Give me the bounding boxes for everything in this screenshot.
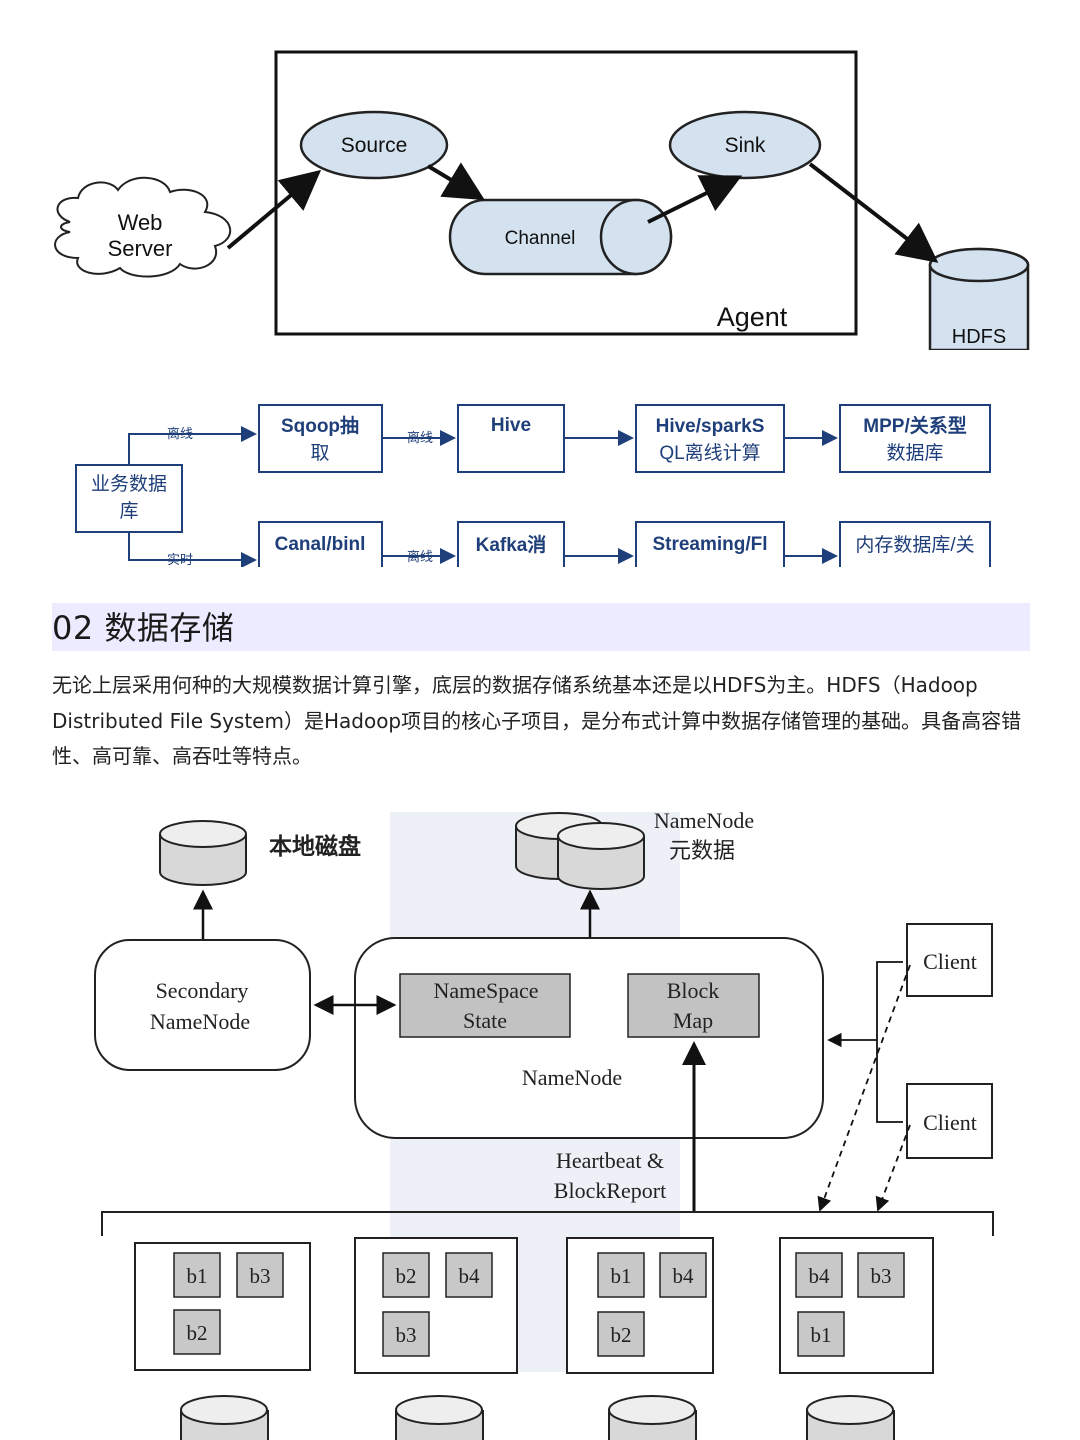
streaming-box [635, 521, 785, 567]
client-label-2: Client [923, 1110, 977, 1135]
datanode-1: b1 b3 b2 [134, 1242, 311, 1371]
dn2-block-c: b3 [396, 1323, 417, 1347]
label-offline-3: 离线 [407, 549, 433, 564]
business-db-line2: 库 [119, 500, 138, 522]
kafka-box [457, 521, 565, 567]
datanode-bracket [101, 1211, 994, 1236]
web-server-label-line1: Web [118, 210, 163, 235]
namenode-metadata-icon [515, 812, 645, 890]
source-label: Source [341, 134, 408, 157]
agent-label: Agent [717, 302, 788, 332]
blockmap-line1: Block [667, 978, 720, 1003]
hdfs-architecture-diagram: 本地磁盘 NameNode 元数据 Secondary NameNode Nam… [94, 808, 994, 1440]
local-disk-icon [159, 820, 247, 886]
arrow-web-source [226, 169, 322, 250]
arrow-source-channel [426, 162, 485, 201]
dn4-block-b: b3 [871, 1264, 892, 1288]
blockmap-line2: Map [673, 1008, 713, 1033]
arrow-sink-hdfs [808, 162, 939, 263]
dn1-block-a: b1 [187, 1264, 208, 1288]
client-box-1 [906, 923, 993, 997]
datanode-2: b2 b4 b3 [354, 1237, 518, 1374]
secondary-namenode-box [94, 939, 311, 1071]
section-title: 02 数据存储 [52, 609, 235, 647]
label-realtime-1: 实时 [167, 552, 193, 567]
hdfs-cylinder-top [928, 247, 1030, 283]
heartbeat-line1: Heartbeat & [556, 1148, 664, 1173]
pipeline-diagram: 离线 离线 实时 离线 业务数据 库 Sqoop抽 取 Hive Hive/sp… [75, 404, 991, 567]
mpp-line1: MPP/关系型 [863, 414, 966, 437]
datanode-disk-3 [608, 1395, 697, 1440]
label-offline-2: 离线 [407, 430, 433, 445]
hivespark-line1: Hive/sparkS [656, 416, 765, 437]
hive-label: Hive [491, 415, 531, 436]
blockmap-box [627, 973, 760, 1038]
hdfs-label: HDFS [952, 326, 1006, 348]
client-box-2 [906, 1083, 993, 1159]
dn1-block-c: b2 [187, 1321, 208, 1345]
namespace-state-box [399, 973, 571, 1038]
arrow-db-offline [128, 426, 257, 465]
section-paragraph: 无论上层采用何种的大规模数据计算引擎，底层的数据存储系统基本还是以HDFS为主。… [52, 673, 1022, 768]
memdb-label: 内存数据库/关 [855, 534, 974, 556]
dn3-block-a: b1 [611, 1264, 632, 1288]
arrow-channel-sink [647, 175, 743, 224]
section-header-bar [52, 603, 1030, 651]
dn2-block-b: b4 [459, 1264, 481, 1288]
secondary-line2: NameNode [150, 1009, 250, 1034]
channel-end [599, 198, 673, 276]
memdb-box [839, 521, 991, 567]
namespace-line1: NameSpace [433, 978, 538, 1003]
hivespark-box [635, 404, 785, 473]
datanode-disk-1 [180, 1395, 269, 1440]
dn3-block-b: b4 [673, 1264, 695, 1288]
arrow-db-realtime [128, 532, 257, 567]
business-db-line1: 业务数据 [91, 473, 167, 495]
client-connector [876, 961, 903, 1123]
channel-label: Channel [505, 228, 576, 249]
hivespark-line2: QL离线计算 [659, 442, 760, 464]
namenode-box [354, 937, 824, 1139]
agent-box [274, 50, 858, 336]
streaming-label: Streaming/Fl [652, 534, 767, 555]
client-label-1: Client [923, 949, 977, 974]
dashed-client1-dn [817, 964, 911, 1212]
sqoop-line2: 取 [310, 443, 329, 464]
dn4-block-c: b1 [811, 1323, 832, 1347]
namenode-label: NameNode [522, 1065, 622, 1090]
web-server-cloud [54, 176, 232, 278]
namespace-line2: State [463, 1008, 507, 1033]
dashed-client2-dn [875, 1124, 911, 1212]
nn-meta-line1: NameNode [654, 808, 754, 833]
secondary-line1: Secondary [156, 978, 249, 1003]
label-offline-1: 离线 [167, 426, 193, 441]
kafka-label: Kafka消 [476, 533, 547, 556]
flume-agent-diagram: Web Server Source Channel Sink HDFS Agen… [54, 50, 1030, 350]
mpp-box [839, 404, 991, 473]
sqoop-box [258, 404, 383, 473]
sink-node [668, 110, 822, 180]
heartbeat-line2: BlockReport [554, 1178, 666, 1203]
sqoop-line1: Sqoop抽 [281, 414, 359, 437]
datanode-4: b4 b3 b1 [779, 1237, 934, 1374]
web-server-label-line2: Server [108, 236, 173, 261]
dn3-block-c: b2 [611, 1323, 632, 1347]
datanode-3: b1 b4 b2 [566, 1237, 714, 1374]
dn1-block-b: b3 [250, 1264, 271, 1288]
local-disk-label: 本地磁盘 [269, 833, 361, 859]
canal-label: Canal/binl [275, 534, 366, 555]
datanode-disk-2 [395, 1395, 484, 1440]
dn4-block-a: b4 [809, 1264, 831, 1288]
source-node [299, 110, 449, 180]
sink-label: Sink [725, 134, 766, 157]
nn-meta-line2: 元数据 [669, 838, 735, 863]
mpp-line2: 数据库 [886, 442, 943, 464]
datanode-disk-4 [806, 1395, 895, 1440]
dn2-block-a: b2 [396, 1264, 417, 1288]
